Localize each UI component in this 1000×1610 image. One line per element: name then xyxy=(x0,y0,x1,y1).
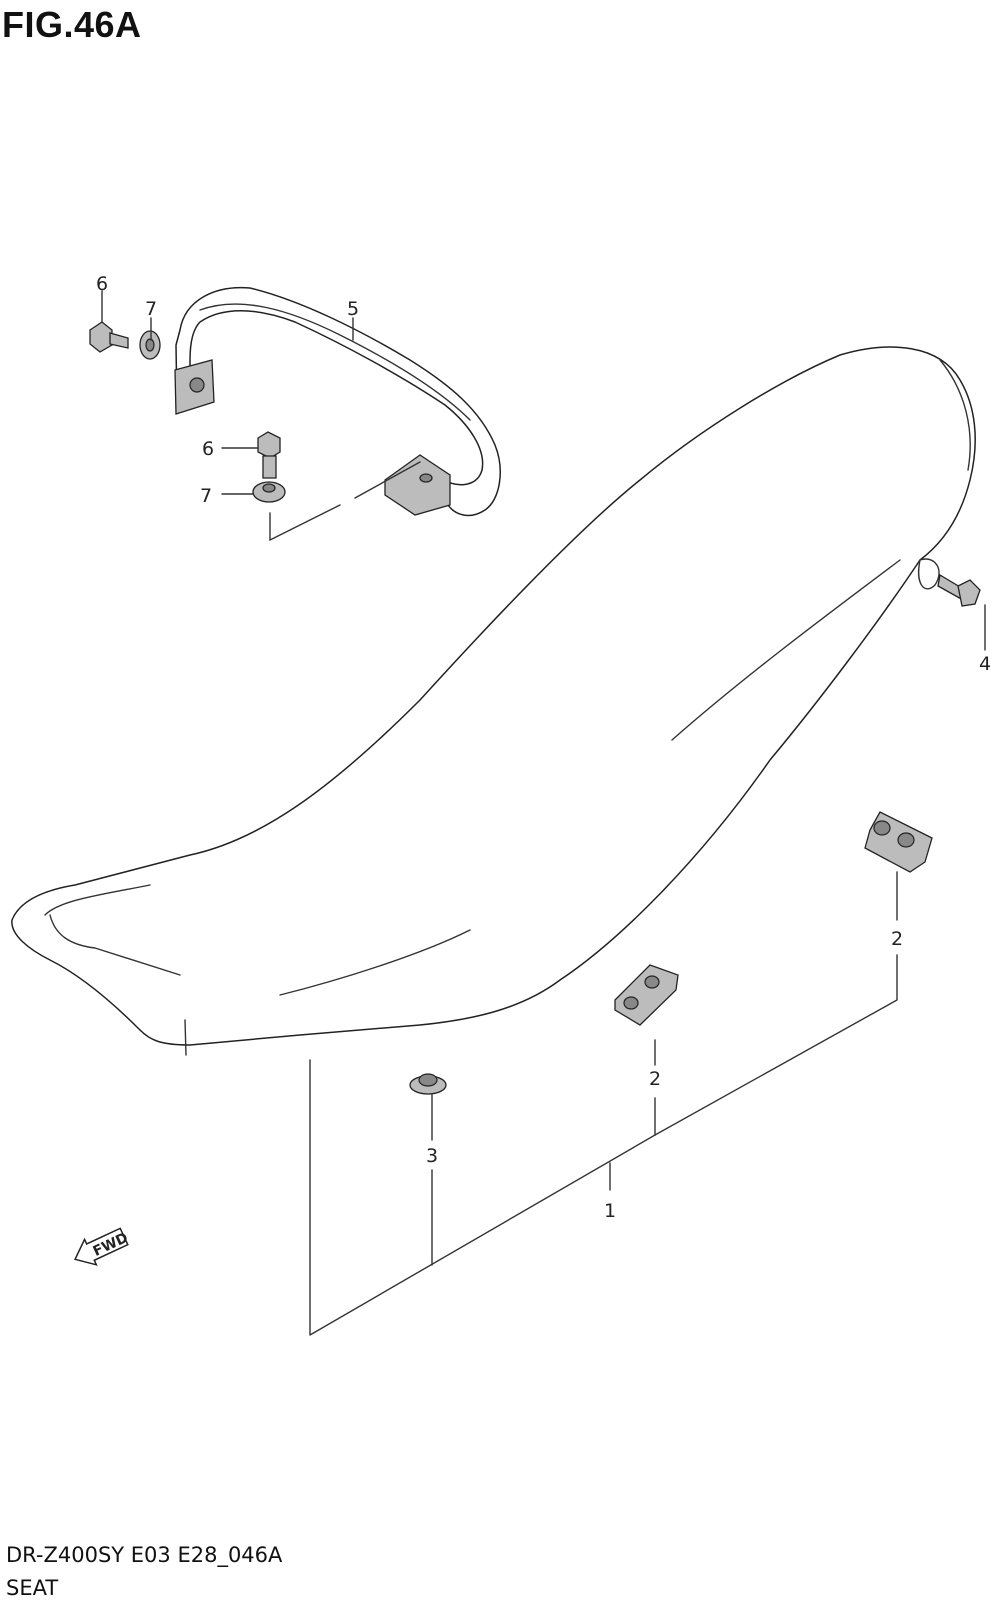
seat-part[interactable] xyxy=(11,346,976,1056)
strap-bolt-top[interactable] xyxy=(89,321,129,353)
callout-1: 1 xyxy=(604,1200,616,1222)
strap-bolt-mid[interactable] xyxy=(257,431,281,479)
fwd-arrow-icon: FWD xyxy=(73,1227,131,1266)
leader-lines xyxy=(101,290,986,1336)
callout-7-top: 7 xyxy=(145,298,157,320)
seat-bolt[interactable] xyxy=(937,573,981,607)
callout-6-top: 6 xyxy=(96,273,108,295)
figure-title: FIG.46A xyxy=(2,4,142,45)
callout-3: 3 xyxy=(426,1145,438,1167)
callout-6-mid: 6 xyxy=(202,438,214,460)
callout-5: 5 xyxy=(347,298,359,320)
callout-4: 4 xyxy=(979,653,991,675)
figure-name: SEAT xyxy=(6,1576,59,1600)
figure-code: DR-Z400SY E03 E28_046A xyxy=(6,1543,283,1567)
grommet[interactable] xyxy=(409,1073,447,1095)
cushion-lower[interactable] xyxy=(614,964,679,1026)
callout-2-lower: 2 xyxy=(649,1068,661,1090)
callout-7-mid: 7 xyxy=(200,485,212,507)
washer-mid[interactable] xyxy=(252,481,286,503)
washer-top[interactable] xyxy=(139,330,161,360)
seat-strap-part[interactable] xyxy=(174,286,501,517)
callout-2-upper: 2 xyxy=(891,928,903,950)
cushion-upper[interactable] xyxy=(864,811,933,873)
